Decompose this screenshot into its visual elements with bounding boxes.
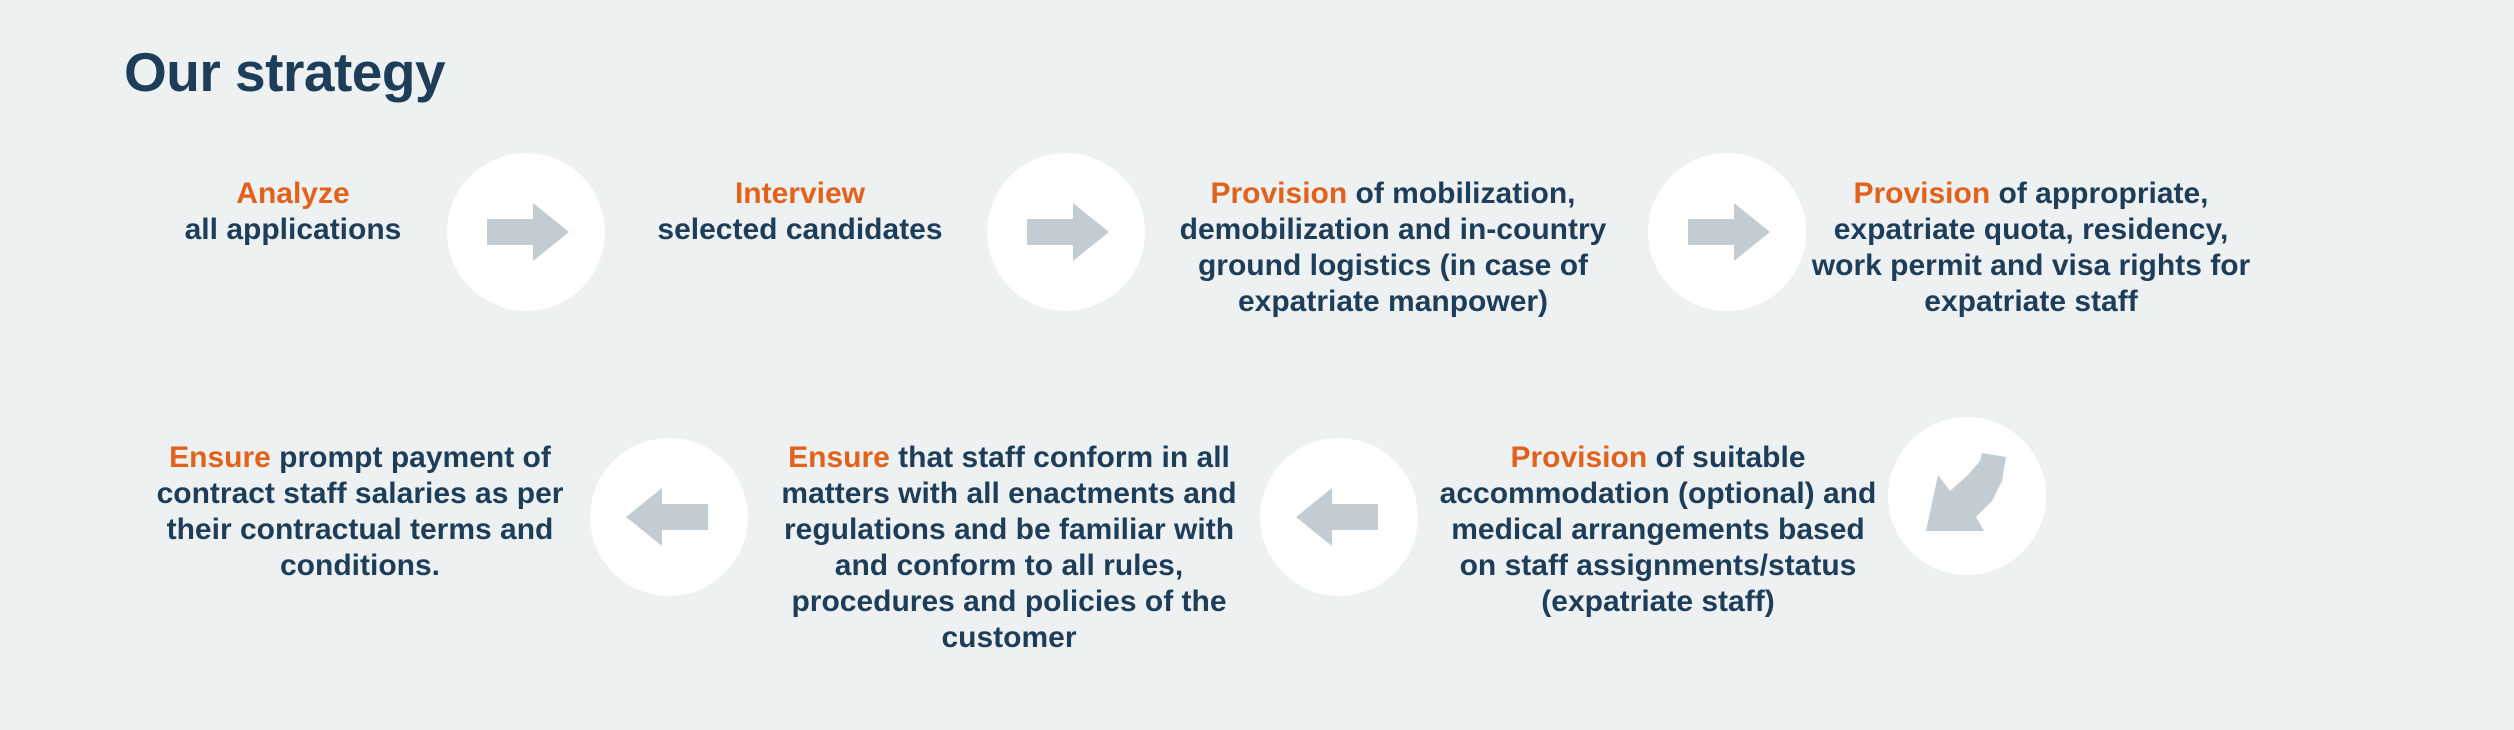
step-keyword: Interview xyxy=(734,177,866,210)
step-lead: of suitable xyxy=(1647,441,1806,474)
step-keyword: Ensure xyxy=(788,441,890,474)
step-keyword: Analyze xyxy=(236,177,350,210)
arrow-left-icon xyxy=(626,488,708,546)
step-keyword: Provision xyxy=(1510,441,1648,474)
arrow-circle-6 xyxy=(590,438,748,596)
step-provision-logistics: Provision of mobilization, demobilizatio… xyxy=(1170,176,1616,320)
step-text: contract staff salaries as per their con… xyxy=(156,477,564,582)
step-text: all applications xyxy=(184,213,402,246)
arrow-circle-1 xyxy=(447,153,605,311)
arrow-right-icon xyxy=(1688,203,1770,261)
arrow-down-left-icon xyxy=(1926,453,2006,531)
step-keyword: Ensure xyxy=(169,441,271,474)
step-ensure-payment: Ensure prompt payment of contract staff … xyxy=(150,440,570,584)
step-text: demobilization and in-country ground log… xyxy=(1179,213,1607,318)
arrow-right-icon xyxy=(487,203,569,261)
arrow-circle-2 xyxy=(987,153,1145,311)
arrow-right-icon xyxy=(1027,203,1109,261)
step-lead: that staff conform in all xyxy=(889,441,1230,474)
step-lead: prompt payment of xyxy=(270,441,551,474)
arrow-circle-3 xyxy=(1648,153,1806,311)
step-provision-quota: Provision of appropriate, expatriate quo… xyxy=(1808,176,2254,320)
step-text: expatriate quota, residency, work permit… xyxy=(1811,213,2251,318)
step-keyword: Provision xyxy=(1853,177,1991,210)
step-text: accommodation (optional) and medical arr… xyxy=(1439,477,1877,618)
step-analyze: Analyze all applications xyxy=(150,176,436,248)
step-lead: of mobilization, xyxy=(1347,177,1576,210)
arrow-circle-4 xyxy=(1888,417,2046,575)
step-lead: of appropriate, xyxy=(1990,177,2209,210)
step-interview: Interview selected candidates xyxy=(640,176,960,248)
arrow-circle-5 xyxy=(1260,438,1418,596)
page-title: Our strategy xyxy=(124,41,446,103)
step-ensure-conform: Ensure that staff conform in all matters… xyxy=(780,440,1238,656)
step-text: selected candidates xyxy=(657,213,943,246)
arrow-left-icon xyxy=(1296,488,1378,546)
step-text: matters with all enactments and regulati… xyxy=(781,477,1237,654)
step-provision-accommodation: Provision of suitable accommodation (opt… xyxy=(1430,440,1886,620)
step-keyword: Provision xyxy=(1210,177,1348,210)
